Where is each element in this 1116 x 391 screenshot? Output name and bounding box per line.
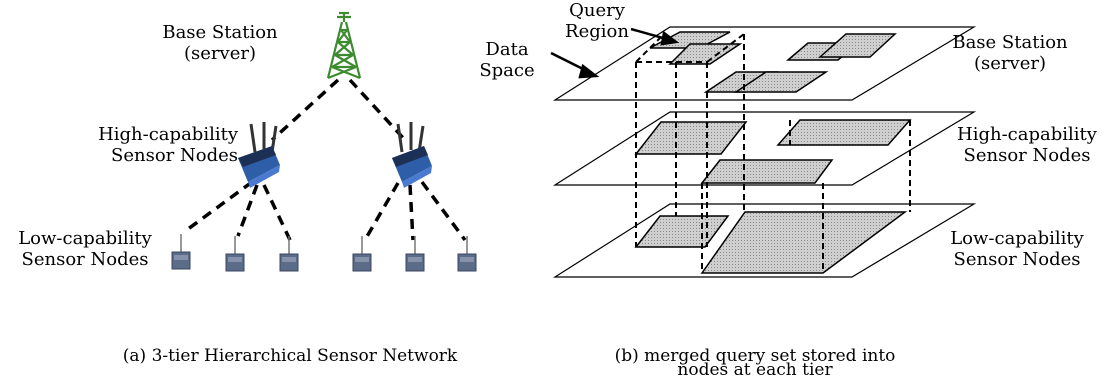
panel-b-query-layers — [550, 26, 977, 278]
link-left-router-sensor-3 — [262, 184, 292, 241]
sensor-icon — [225, 236, 245, 272]
high-capability-label-b-line2: Sensor Nodes — [963, 145, 1091, 166]
sensor-icon — [405, 236, 425, 272]
caption-b-line2: nodes at each tier — [677, 360, 833, 380]
caption-a: (a) 3-tier Hierarchical Sensor Network — [122, 346, 458, 366]
query-rects-top — [649, 31, 897, 93]
network-links — [182, 78, 467, 242]
link-right-router-sensor-3 — [420, 180, 467, 242]
high-capability-label-line1: High-capability — [98, 124, 238, 145]
query-region-label-line2: Region — [565, 21, 629, 42]
low-capability-label-b-line1: Low-capability — [950, 228, 1084, 249]
low-capability-label: Low-capability Sensor Nodes — [4, 228, 166, 270]
base-station-label: Base Station (server) — [160, 22, 280, 64]
sensor-node-icons — [171, 234, 477, 272]
caption-b: (b) merged query set stored into nodes a… — [590, 346, 920, 380]
high-capability-label: High-capability Sensor Nodes — [75, 124, 238, 166]
base-station-label-b: Base Station (server) — [945, 32, 1075, 74]
link-left-router-sensor-1 — [182, 180, 254, 234]
high-capability-label-line2: Sensor Nodes — [111, 145, 238, 166]
low-capability-label-b: Low-capability Sensor Nodes — [932, 228, 1102, 270]
base-station-label-line1: Base Station — [162, 22, 278, 43]
link-left-router-sensor-2 — [236, 184, 259, 237]
sensor-icon — [352, 236, 372, 272]
data-space-arrowhead — [578, 63, 600, 79]
link-right-router-sensor-2 — [408, 184, 415, 241]
base-station-label-line2: (server) — [184, 43, 256, 64]
link-base-to-router-left — [270, 78, 340, 142]
base-station-label-b-line2: (server) — [974, 53, 1046, 74]
base-station-tower-icon — [326, 11, 362, 80]
data-space-label-line1: Data — [485, 39, 529, 60]
link-base-to-router-right — [348, 78, 407, 142]
query-rects-middle — [634, 119, 912, 184]
sensor-icon — [457, 236, 477, 272]
label-arrows — [550, 27, 680, 79]
query-rects-bottom — [634, 211, 908, 274]
link-right-router-sensor-1 — [363, 182, 400, 241]
query-region-arrowhead — [660, 30, 680, 46]
high-capability-label-b-line1: High-capability — [957, 124, 1097, 145]
projection-lines — [635, 33, 911, 273]
router-icon-left — [238, 122, 280, 188]
sensor-icon — [279, 236, 299, 272]
low-capability-label-line1: Low-capability — [18, 228, 152, 249]
caption-b-line1: (b) merged query set stored into — [614, 346, 896, 366]
low-capability-label-b-line2: Sensor Nodes — [953, 249, 1081, 270]
query-region-label-line1: Query — [569, 0, 625, 21]
panel-a-network — [171, 11, 477, 272]
router-icon-right — [392, 122, 432, 188]
data-space-label: Data Space — [472, 39, 542, 81]
query-region-label: Query Region — [562, 0, 632, 42]
data-space-label-line2: Space — [479, 60, 535, 81]
sensor-icon — [171, 234, 191, 270]
high-capability-label-b: High-capability Sensor Nodes — [942, 124, 1112, 166]
low-capability-label-line2: Sensor Nodes — [21, 249, 149, 270]
base-station-label-b-line1: Base Station — [952, 32, 1068, 53]
